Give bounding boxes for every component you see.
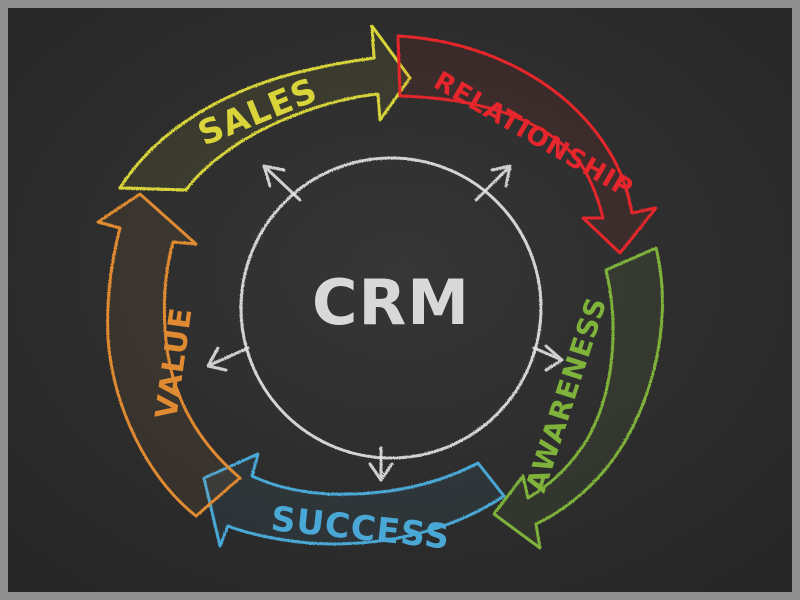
up-right-arrow-icon	[474, 164, 512, 202]
value-arrow	[96, 192, 242, 518]
success-arrow	[202, 452, 506, 548]
chalkboard-diagram: SALES RELATIONSHIP AWARENESS SUCCESS VAL…	[8, 8, 792, 592]
left-arrow-icon	[206, 346, 250, 372]
down-arrow-icon	[368, 446, 394, 482]
sales-arrow	[118, 24, 412, 192]
relationship-arrow	[396, 34, 658, 255]
up-left-arrow-icon	[262, 164, 302, 202]
right-arrow-icon	[532, 344, 564, 372]
crm-circle	[239, 156, 543, 460]
crm-title: CRM	[312, 266, 470, 339]
awareness-arrow	[492, 246, 664, 550]
